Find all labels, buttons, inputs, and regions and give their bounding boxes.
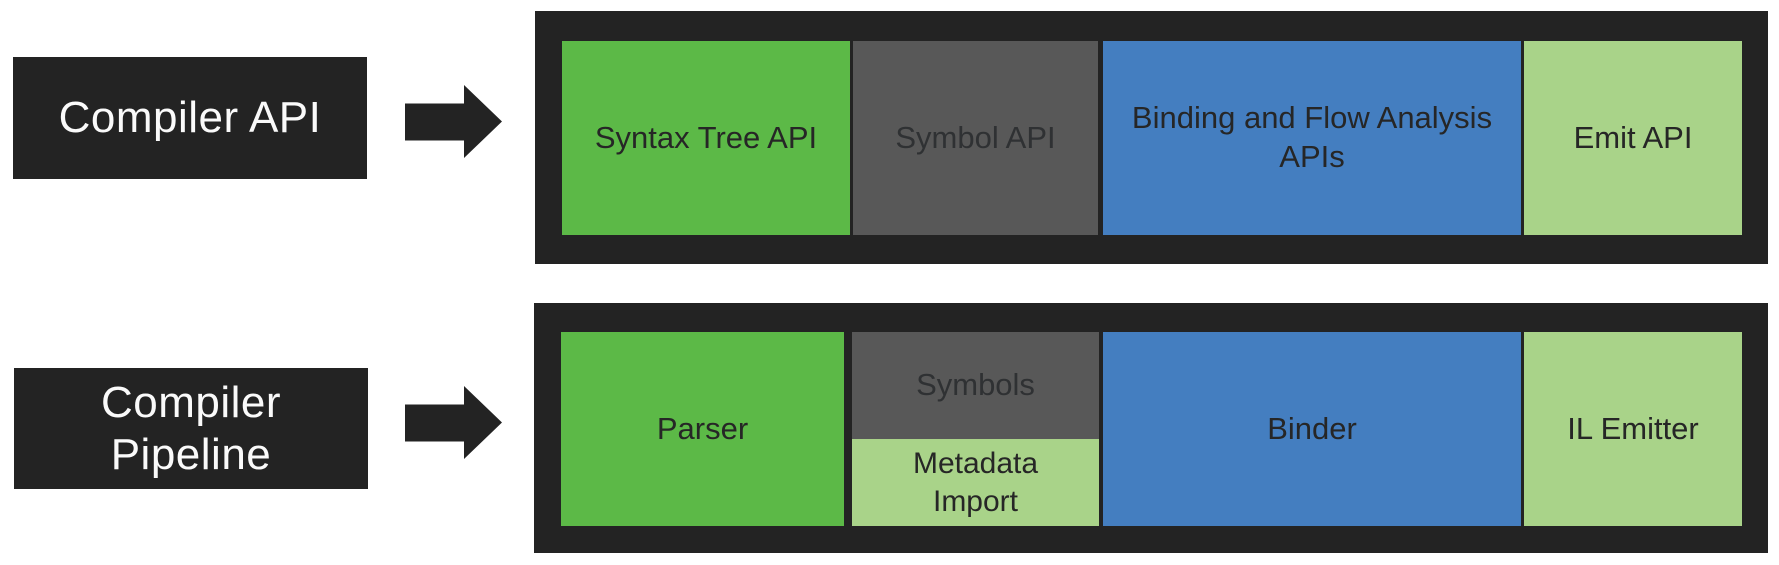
il-emitter-box: IL Emitter (1524, 332, 1742, 526)
syntax-tree-api-box: Syntax Tree API (562, 41, 850, 235)
binder-box: Binder (1103, 332, 1521, 526)
symbol-api-box: Symbol API (853, 41, 1098, 235)
compiler-api-label: Compiler API (13, 57, 367, 179)
symbols-box: Symbols (852, 332, 1099, 439)
metadata-import-box: Metadata Import (852, 439, 1099, 526)
emit-api-box: Emit API (1524, 41, 1742, 235)
right-arrow-icon (405, 85, 502, 158)
binding-flow-analysis-apis-box: Binding and Flow Analysis APIs (1103, 41, 1521, 235)
right-arrow-icon (405, 386, 502, 459)
compiler-api-container: Syntax Tree API Symbol API Binding and F… (535, 11, 1768, 264)
compiler-pipeline-container: Parser Symbols Metadata Import Binder IL… (534, 303, 1768, 553)
parser-box: Parser (561, 332, 844, 526)
compiler-pipeline-label: Compiler Pipeline (14, 368, 368, 489)
